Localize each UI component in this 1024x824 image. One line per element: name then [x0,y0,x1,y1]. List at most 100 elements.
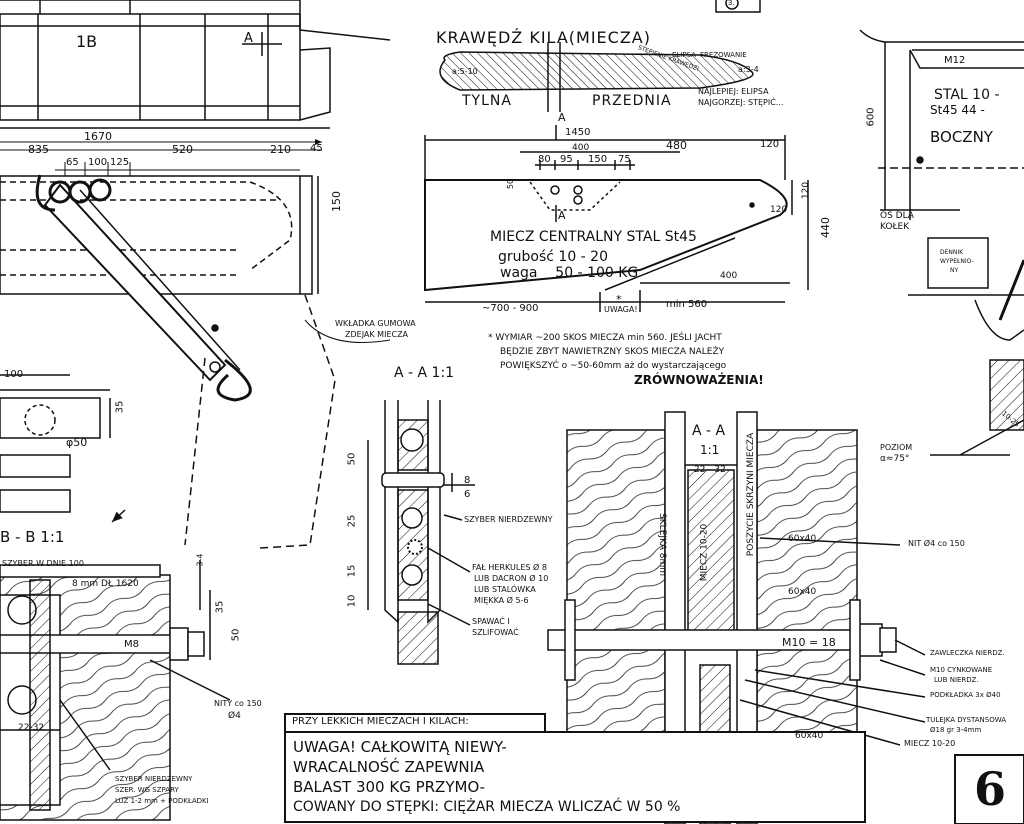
keel-front-label: PRZEDNIA [592,93,672,109]
keel-edge-title: KRAWĘDŹ KILA(MIECZA) [436,28,651,47]
keel-bevel-cut: FREZOWANIE [700,51,747,59]
keel-ellipse-label: ELIPSA [672,51,696,59]
rope-note-2: LUB DACRON Ø 10 [474,574,549,583]
dim-440: 440 [819,217,832,238]
dim-120-right: 120 [801,181,812,200]
right-dim-600: 600 [865,107,877,127]
keel-rear-label: TYLNA [462,93,512,109]
dim-400: 400 [572,143,590,153]
section-bb-title: B - B 1:1 [0,528,65,546]
sand-note-2: SZLIFOWAĆ [472,628,519,637]
dim-120-top: 120 [760,139,780,150]
dim-210: 210 [270,143,291,156]
right-plank-3: NY [950,267,959,274]
dim-100-left: 100 [4,369,24,380]
blade-note: MIECZ 10-20 [904,739,956,748]
centerboard-title: MIECZ CENTRALNY STAL St45 [490,229,697,245]
bb-slot-label: SZYBER W DNIE 100 [2,559,84,568]
keel-note-worst: NAJGORZEJ: STĘPIĆ... [698,98,784,107]
dim-1670: 1670 [84,130,112,143]
washer-note: PODKŁADKA 3x Ø40 [930,691,1001,699]
mark-a-top: A [244,31,253,46]
warning-line-4: COWANY DO STĘPKI: CIĘŻAR MIECZA WLICZAĆ … [293,799,681,815]
right-detail [715,0,1024,456]
bb-dim-34: 3-4 [195,553,205,567]
nut-note-2: M10 CYNKOWANE [930,666,993,674]
dim-520: 520 [172,143,193,156]
dim-50-small: 50 [506,178,516,190]
dim-45: 45 [310,143,323,154]
bb-slot-note-2: SZER. WG SZPARY [115,786,179,794]
uwaga-small: UWAGA! [604,305,638,314]
dim-835: 835 [28,143,49,156]
section-aa-big-scale: 1:1 [700,443,720,457]
bb-bolt: M8 [124,639,139,650]
keel-edge-profile [439,42,754,112]
bb-rivets: NITY co 150 [214,699,262,708]
bb-slot-note-3: LUZ 1-2 mm + PODKŁADKI [115,797,209,805]
hull-section-left [0,174,391,549]
section-mark-a-top: A [558,111,566,124]
dim-50-aa: 50 [346,452,358,466]
dim-8-aa: 8 [464,475,471,486]
right-axis-1: OŚ DLA [880,211,914,221]
centerboard-thickness: grubość 10 - 20 [498,249,608,265]
bb-dim-50: 50 [230,628,242,642]
lumber-2: 60x40 [788,587,817,597]
right-side-label: BOCZNY [930,128,993,146]
rope-note-3: LUB STALÓWKA [474,585,536,594]
dim-75: 75 [618,154,631,165]
footnote-line-2: BĘDZIE ZBYT NAWIETRZNY SKOS MIECZA NALEŻ… [500,347,725,357]
dim-min560: min 560 [666,299,708,310]
dim-80: 80 [538,154,551,165]
left-side-sections [0,374,111,513]
rubber-note-2: ZDEJAK MIECZA [345,330,409,339]
rubber-note-1: WKŁADKA GUMOWA [335,319,416,328]
warning-line-1: UWAGA! CAŁKOWITĄ NIEWY- [293,738,507,756]
dim-gap: 22 - 32 [694,465,726,475]
right-circle-3: 3. [728,0,735,7]
warning-line-2: WRACALNOŚĆ ZAPEWNIA [293,758,485,776]
warning-line-3: BALAST 300 KG PRZYMO- [293,778,486,796]
dim-65: 65 [66,157,79,168]
bb-slot-note-1: SZYBER NIERDZEWNY [115,775,193,783]
dim-100: 100 [88,157,108,168]
section-aa-big-title: A - A [692,423,726,439]
hull-assembly-top [0,0,391,129]
dim-700-900: ~700 - 900 [482,303,539,314]
section-bb [0,560,231,821]
dim-400-bottom: 400 [720,271,738,281]
dim-1450: 1450 [565,127,591,138]
dim-r120: 120 [770,205,788,215]
phi-50: φ50 [66,436,88,449]
right-plank-2: WYPEŁNIO- [940,258,974,265]
dim-25-aa: 25 [346,514,358,528]
nut-note-1: ZAWLECZKA NIERDZ. [930,649,1005,657]
right-steel-1: STAL 10 - [934,87,1000,103]
dim-480: 480 [666,139,687,152]
bb-phi4: Ø4 [228,711,241,721]
miecz-label: MIECZ 10-20 [699,523,710,582]
section-aa-small-title: A - A 1:1 [394,365,455,381]
dim-6-aa: 6 [464,489,471,500]
light-boards-note: PRZY LEKKICH MIECZACH I KILACH: [292,716,469,727]
bb-plate-label: 8 mm DŁ 1620 [72,579,139,589]
right-axis-2: KOŁEK [880,222,910,232]
label-1b: 1B [76,32,98,51]
slot-label: SZYBER NIERDZEWNY [464,515,553,524]
section-aa-small [367,400,475,665]
right-level-1: POZIOM [880,443,913,452]
footnote-line-4: ZRÓWNOWAŻENIA! [634,373,764,387]
rope-note-4: MIĘKKA Ø 5-6 [474,596,529,605]
dim-10-aa: 10 [346,594,358,608]
section-mark-a-bottom: A [558,209,566,222]
right-level-2: α≈75° [880,454,910,464]
centerboard-weight: waga 50 - 100 KG [500,265,639,281]
dim-150-vertical: 150 [330,191,343,212]
centerboard-drawing [424,125,809,312]
keel-ratio-rear: a:5-10 [452,67,478,76]
dim-125: 125 [110,157,130,168]
note-boxes [284,713,1024,824]
bb-dim-35: 35 [214,600,226,614]
